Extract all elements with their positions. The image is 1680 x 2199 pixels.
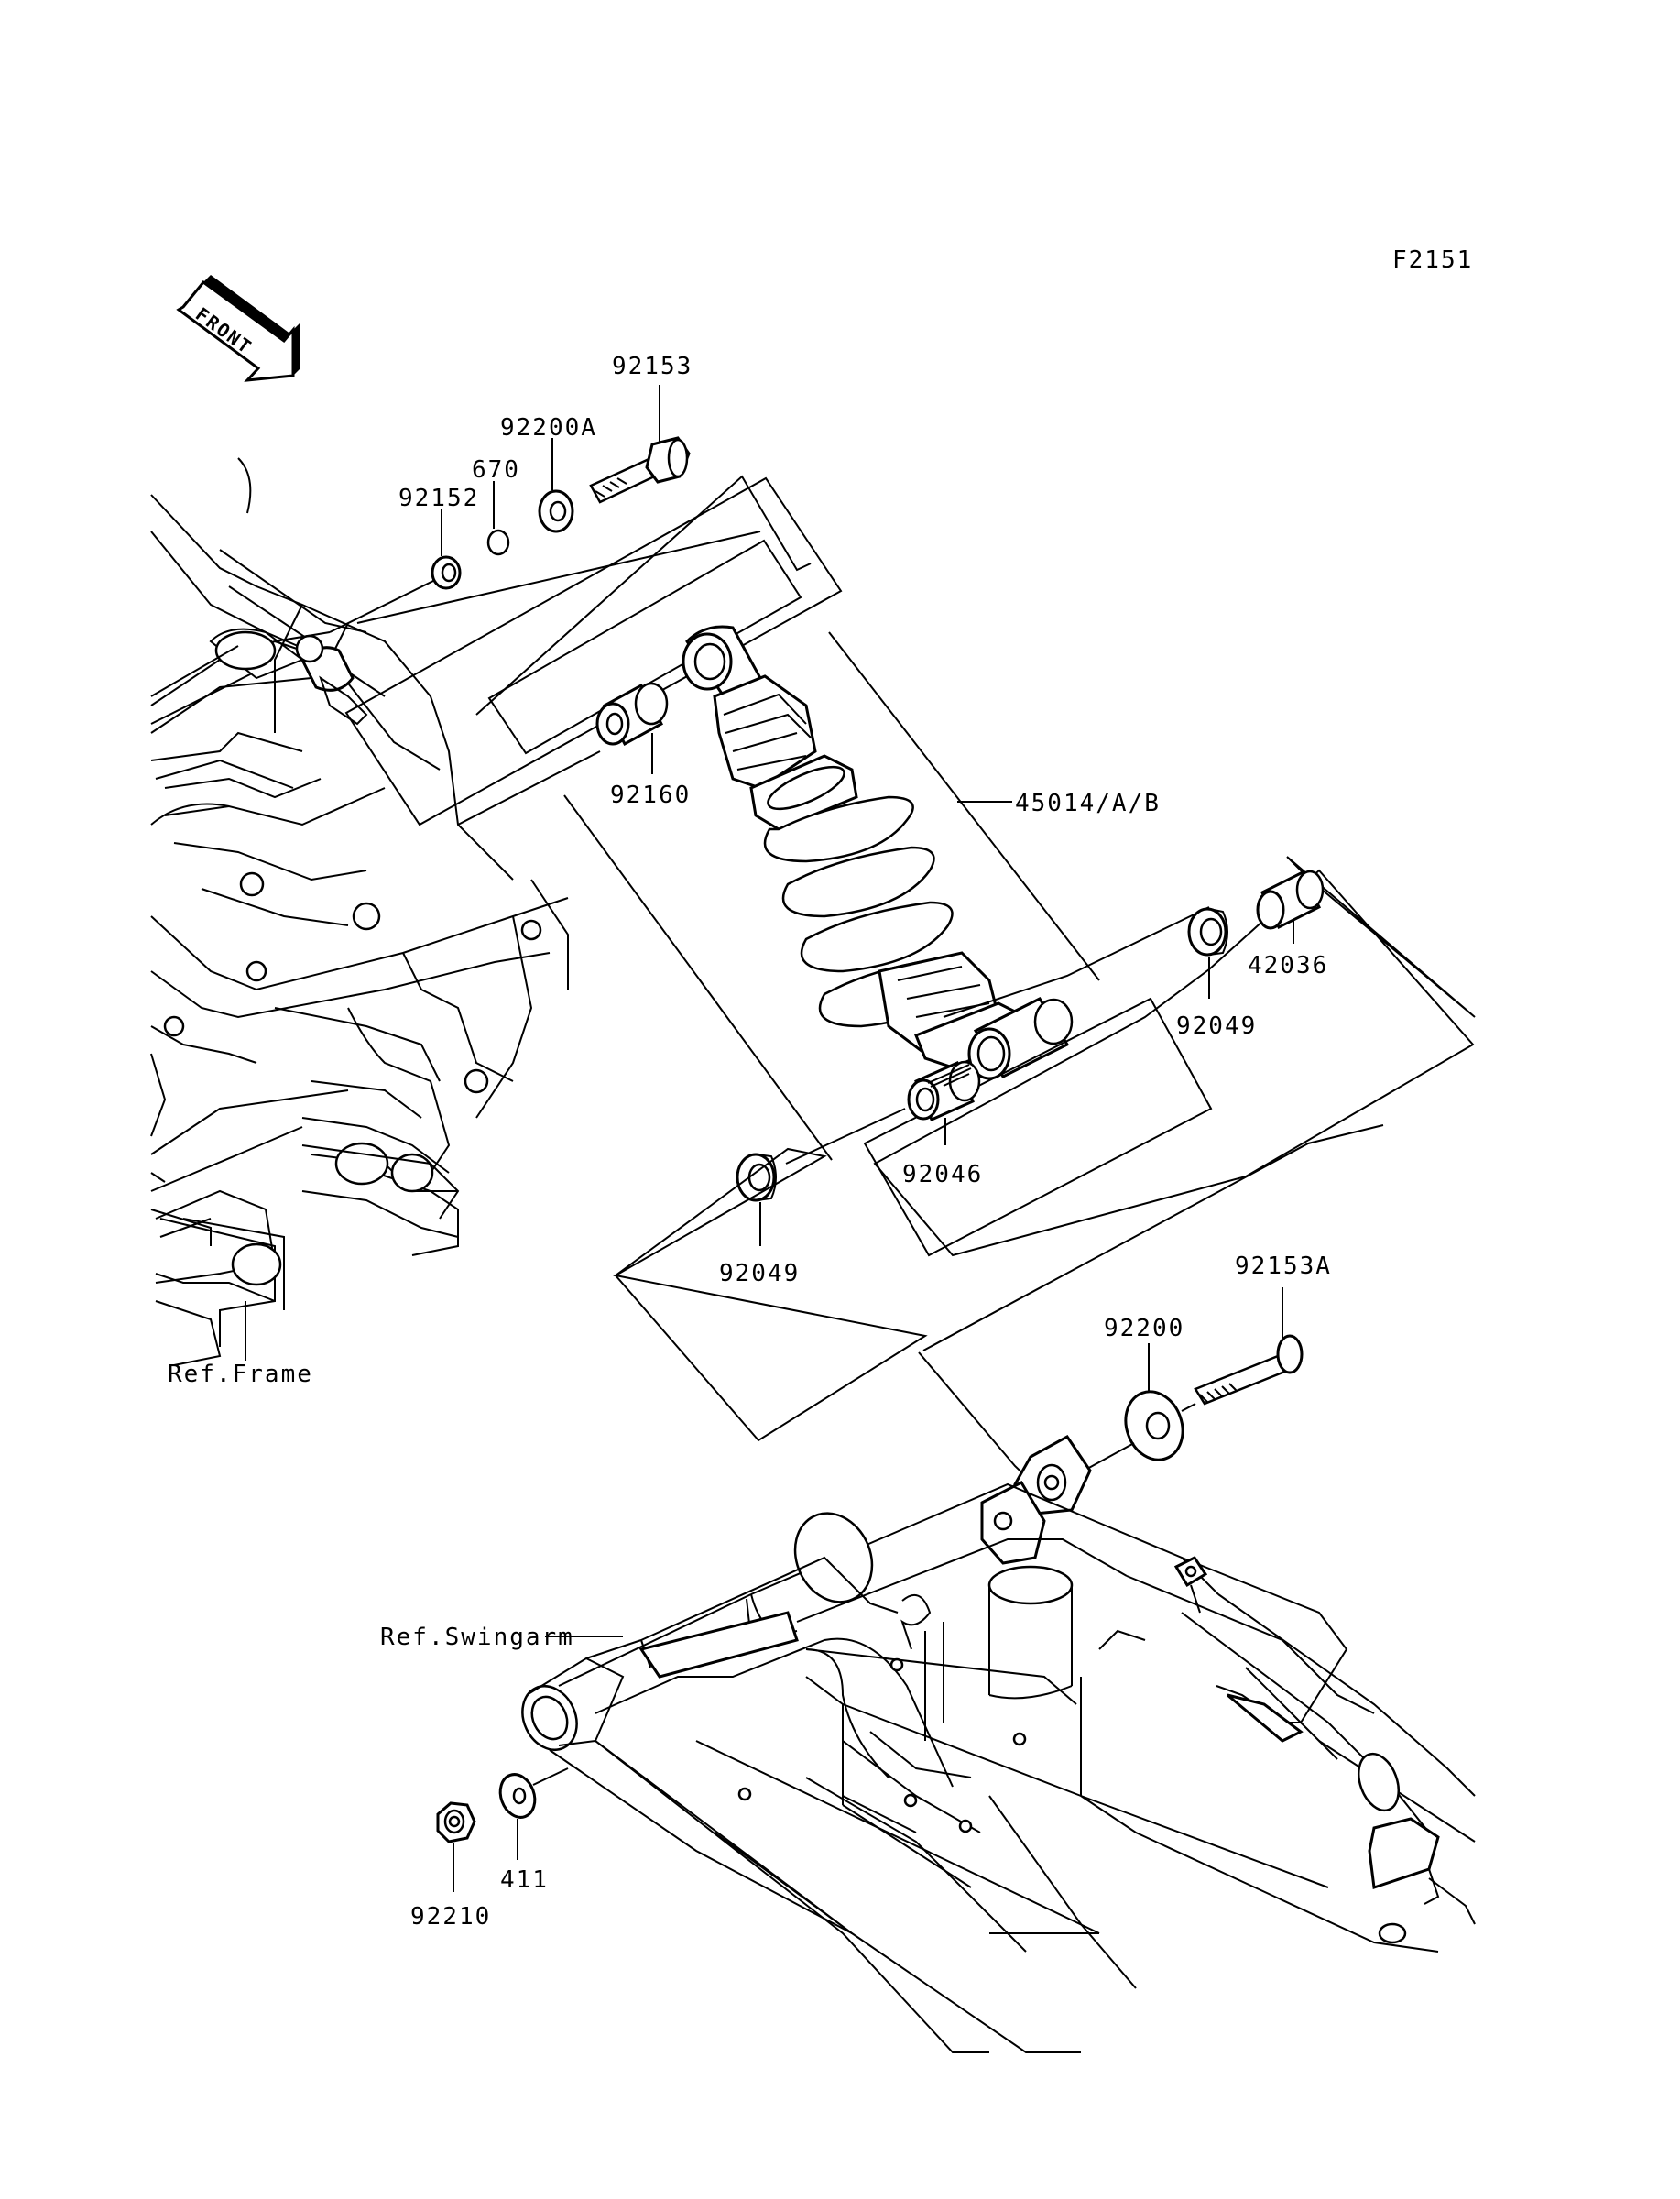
ref-swingarm-label: Ref.Swingarm — [380, 1624, 574, 1651]
label-92153A: 92153A — [1235, 1253, 1332, 1280]
label-92152: 92152 — [398, 485, 479, 512]
shock-top-box — [344, 476, 843, 826]
washer-411 — [498, 1773, 537, 1819]
bearing-box — [863, 997, 1213, 1257]
label-92200A: 92200A — [500, 414, 597, 442]
frame-drawing — [150, 457, 569, 1366]
seal-92049-right — [1187, 907, 1228, 957]
bearing-92046 — [907, 1060, 981, 1122]
right-box-edge — [1286, 856, 1476, 1018]
label-411: 411 — [500, 1866, 549, 1894]
lower-left-box — [613, 1147, 928, 1442]
label-92160: 92160 — [610, 782, 691, 809]
front-arrow-icon: FRONT — [176, 275, 300, 382]
bolt-92153 — [589, 436, 691, 504]
nut-92210 — [436, 1801, 476, 1843]
top-collar-box — [487, 539, 802, 755]
bolt-92153A — [1194, 1334, 1304, 1406]
o-ring-670 — [486, 529, 510, 556]
label-92200: 92200 — [1104, 1315, 1184, 1342]
shock-absorber — [682, 625, 1074, 1080]
collar-42036 — [1256, 870, 1325, 930]
lower-right-box — [873, 869, 1475, 1257]
label-92210: 92210 — [410, 1903, 491, 1931]
label-45014: 45014/A/B — [1015, 790, 1161, 817]
label-92049-left: 92049 — [719, 1260, 800, 1287]
swingarm-drawing — [521, 1435, 1476, 2053]
label-92153: 92153 — [612, 353, 693, 380]
ref-frame-label: Ref.Frame — [168, 1361, 313, 1388]
washer-92200 — [1124, 1390, 1184, 1461]
collar-92160 — [595, 682, 669, 747]
collar-92152 — [431, 555, 462, 590]
washer-92200A — [538, 489, 574, 533]
label-92046: 92046 — [902, 1161, 983, 1188]
figure-code: F2151 — [1392, 246, 1473, 274]
label-42036: 42036 — [1248, 952, 1328, 979]
label-670: 670 — [472, 456, 520, 484]
label-92049-right: 92049 — [1176, 1012, 1257, 1040]
